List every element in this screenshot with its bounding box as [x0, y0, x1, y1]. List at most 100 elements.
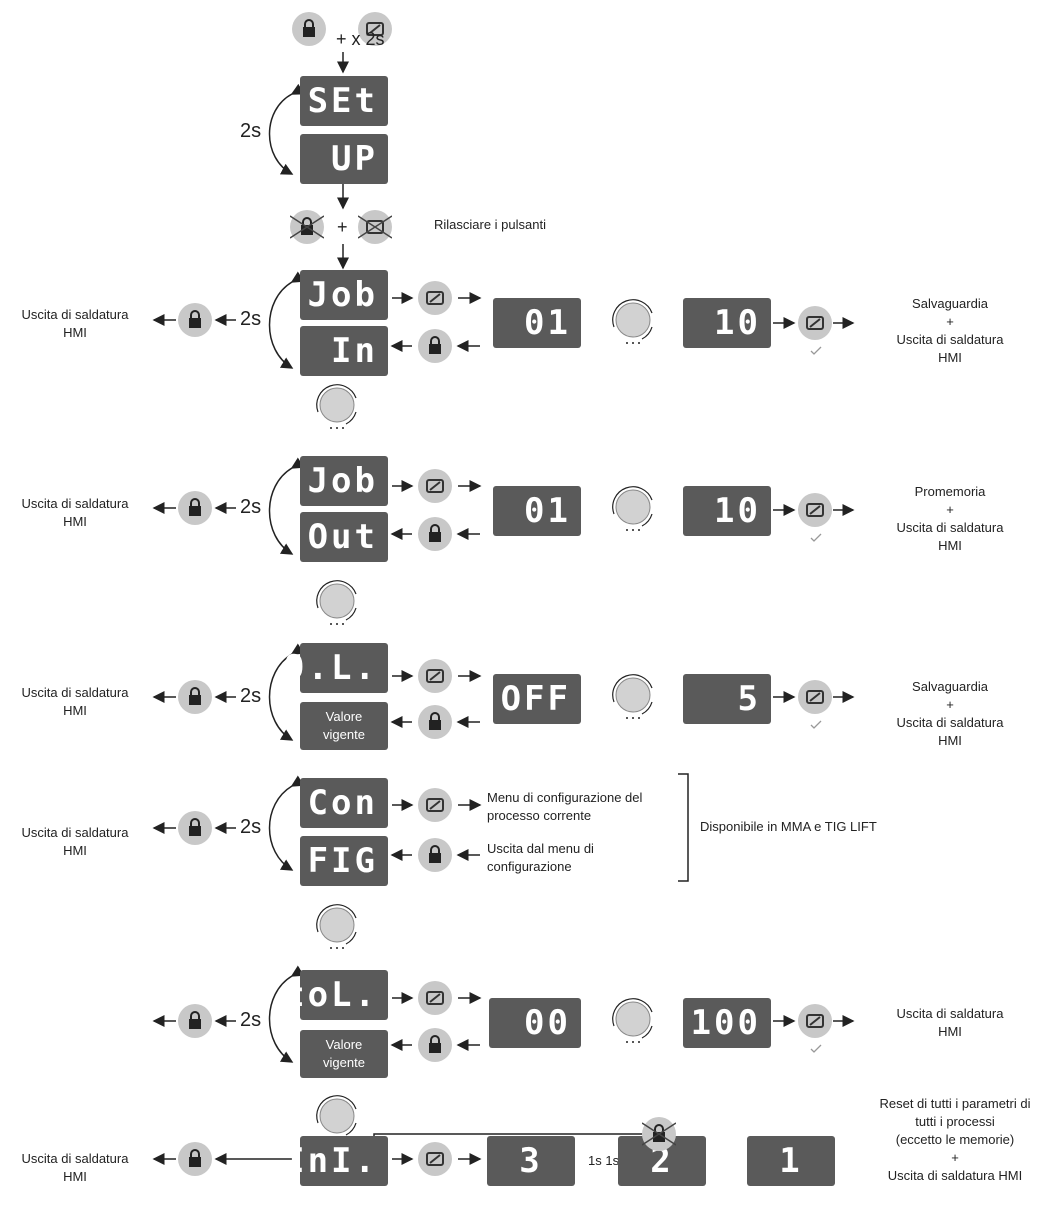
value-display-to: 10 [683, 298, 771, 348]
enter-icon [806, 503, 824, 517]
countdown-display-2: 2 [618, 1136, 706, 1186]
enter-icon [806, 316, 824, 330]
exit-label: Uscita di saldatura HMI [21, 496, 129, 529]
hold-time-label: 2s [240, 120, 262, 142]
value-display-from: 00 [489, 998, 581, 1048]
lock-button[interactable] [178, 680, 212, 714]
hold-time-label: 2s [240, 685, 262, 707]
check-icon [810, 346, 822, 355]
menu-display-top: InI. [284, 1136, 388, 1186]
rotary-knob-icon[interactable] [312, 382, 362, 432]
lock-button-released [642, 1117, 676, 1151]
lock-button[interactable] [178, 1004, 212, 1038]
setup-display-1: SEt [300, 76, 388, 126]
exit-label: Uscita di saldatura HMI [21, 685, 129, 718]
enter-button[interactable] [418, 1142, 452, 1176]
enter-icon [806, 1014, 824, 1028]
exit-label: Uscita di saldatura HMI [21, 307, 129, 340]
menu-display-bottom: In [300, 326, 388, 376]
value-display-to: 5 [683, 674, 771, 724]
enter-button[interactable] [798, 306, 832, 340]
top-combo-label: + x 2s [336, 29, 385, 49]
lock-icon [429, 845, 441, 863]
enter-icon [426, 479, 444, 493]
result-label: Salvaguardia + Uscita di saldatura HMI [896, 296, 1004, 365]
current-value-box: Valore vigente [300, 702, 388, 750]
enter-button[interactable] [418, 469, 452, 503]
result-label: Promemoria + Uscita di saldatura HMI [896, 484, 1004, 553]
current-value-box: Valore vigente [300, 1030, 388, 1078]
enter-icon [426, 291, 444, 305]
lock-button[interactable] [178, 811, 212, 845]
exit-label: Uscita di saldatura HMI [21, 1151, 129, 1184]
lock-icon [429, 524, 441, 542]
lock-icon [189, 1011, 201, 1029]
lock-button[interactable] [418, 705, 452, 739]
enter-icon [426, 1152, 444, 1166]
rotary-knob-icon[interactable] [608, 996, 658, 1046]
check-icon [810, 1044, 822, 1053]
lock-button[interactable] [418, 329, 452, 363]
hold-time-label: 2s [240, 816, 262, 838]
lock-button-released [290, 210, 324, 244]
lock-button[interactable] [178, 491, 212, 525]
crossed-enter-icon [358, 215, 392, 239]
lock-button[interactable] [292, 12, 326, 46]
rotary-knob-icon[interactable] [608, 484, 658, 534]
lock-button[interactable] [418, 517, 452, 551]
rotary-knob-icon[interactable] [608, 297, 658, 347]
lock-icon [429, 1035, 441, 1053]
lock-icon [189, 498, 201, 516]
lock-icon [303, 19, 315, 37]
lock-icon [429, 712, 441, 730]
hold-time-label: 2s [240, 308, 262, 330]
menu-display-top: 9.L. [284, 643, 388, 693]
config-exit-desc: Uscita dal menu di configurazione [487, 841, 594, 874]
check-icon [810, 533, 822, 542]
value-display-from: OFF [493, 674, 581, 724]
enter-button[interactable] [418, 281, 452, 315]
value-display-from: 01 [493, 486, 581, 536]
value-display-to: 10 [683, 486, 771, 536]
crossed-lock-icon [290, 215, 324, 239]
result-label: Salvaguardia + Uscita di saldatura HMI [896, 679, 1004, 748]
lock-button[interactable] [418, 1028, 452, 1062]
enter-button[interactable] [418, 788, 452, 822]
rotary-knob-icon[interactable] [312, 902, 362, 952]
enter-button[interactable] [798, 493, 832, 527]
config-enter-desc: Menu di configurazione del processo corr… [487, 790, 643, 823]
menu-display-top: Con [300, 778, 388, 828]
enter-button[interactable] [798, 1004, 832, 1038]
result-label: Uscita di saldatura HMI [896, 1006, 1004, 1039]
menu-display-bottom: FIG [300, 836, 388, 886]
value-display-from: 01 [493, 298, 581, 348]
enter-button[interactable] [418, 659, 452, 693]
lock-icon [189, 687, 201, 705]
enter-button[interactable] [358, 12, 392, 46]
enter-icon [366, 22, 384, 36]
menu-display-top: toL. [284, 970, 388, 1020]
lock-button[interactable] [178, 303, 212, 337]
countdown-display-1: 1 [747, 1136, 835, 1186]
availability-label: Disponibile in MMA e TIG LIFT [700, 819, 877, 834]
lock-icon [189, 310, 201, 328]
enter-button[interactable] [418, 981, 452, 1015]
value-display-to: 100 [683, 998, 771, 1048]
lock-button[interactable] [418, 838, 452, 872]
hold-time-label: 2s [240, 496, 262, 518]
rotary-knob-icon[interactable] [312, 578, 362, 628]
enter-button-released [358, 210, 392, 244]
countdown-display-3: 3 [487, 1136, 575, 1186]
menu-display-top: Job [300, 270, 388, 320]
enter-icon [426, 991, 444, 1005]
setup-display-2: UP [300, 134, 388, 184]
enter-button[interactable] [798, 680, 832, 714]
menu-display-top: Job [300, 456, 388, 506]
check-icon [810, 720, 822, 729]
rotary-knob-icon[interactable] [608, 672, 658, 722]
enter-icon [426, 669, 444, 683]
lock-button[interactable] [178, 1142, 212, 1176]
enter-icon [806, 690, 824, 704]
exit-label: Uscita di saldatura HMI [21, 825, 129, 858]
